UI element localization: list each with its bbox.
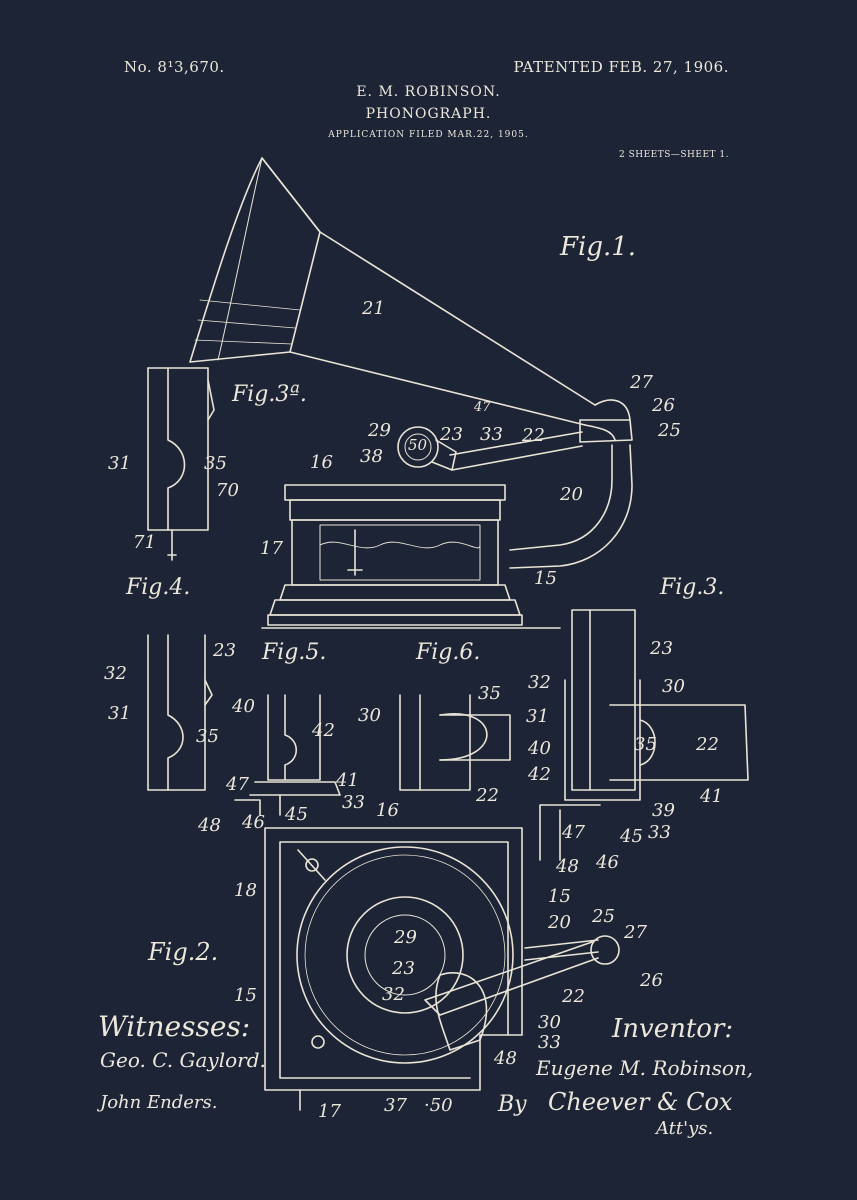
witnesses-label: Witnesses:	[98, 1010, 251, 1043]
attorney-signature: Cheever & Cox	[548, 1088, 733, 1116]
ref-numeral: 35	[204, 453, 227, 474]
ref-numeral: 20	[548, 912, 571, 933]
inventor-label: Inventor:	[612, 1014, 734, 1044]
fig-4-label: Fig.4.	[126, 575, 191, 600]
fig-5-drawing	[234, 694, 341, 816]
cabinet-drawing	[261, 484, 561, 629]
ref-numeral: 47	[562, 822, 585, 843]
ref-numeral: 18	[234, 880, 257, 901]
ref-numeral: 46	[242, 812, 265, 833]
ref-numeral: 16	[310, 452, 333, 473]
ref-numeral: 39	[652, 800, 675, 821]
ref-numeral: 45	[620, 826, 643, 847]
ref-numeral: 35	[478, 683, 501, 704]
ref-numeral: 23	[650, 638, 673, 659]
ref-numeral: 21	[362, 298, 385, 319]
ref-numeral: 71	[133, 532, 156, 553]
horn-drawing	[189, 157, 631, 441]
ref-numeral: 29	[368, 420, 391, 441]
witness-signature-2: John Enders.	[100, 1092, 218, 1113]
ref-numeral: 27	[630, 372, 653, 393]
ref-numeral: 32	[382, 984, 405, 1005]
ref-numeral: 47	[474, 400, 491, 415]
sheet-count: 2 SHEETS—SHEET 1.	[618, 150, 729, 160]
ref-numeral: 48	[556, 856, 579, 877]
fig-3-label: Fig.3.	[660, 575, 725, 600]
ref-numeral: 35	[634, 734, 657, 755]
ref-numeral: 50	[408, 436, 428, 454]
inventor-signature: Eugene M. Robinson,	[536, 1056, 754, 1080]
fig-3a-label: Fig.3ª.	[232, 382, 307, 407]
ref-numeral: 40	[232, 696, 255, 717]
ref-numeral: 26	[652, 395, 675, 416]
ref-numeral: 32	[528, 672, 551, 693]
ref-numeral: 22	[522, 425, 545, 446]
ref-numeral: 29	[394, 927, 417, 948]
ref-numeral: 31	[108, 453, 131, 474]
ref-numeral: 33	[342, 792, 365, 813]
ref-numeral: 31	[526, 706, 549, 727]
ref-numeral: 41	[336, 770, 359, 791]
fig-3-drawing	[539, 609, 749, 861]
ref-numeral: 27	[624, 922, 647, 943]
ref-numeral: 17	[318, 1101, 341, 1122]
fig-6-label: Fig.6.	[416, 640, 481, 665]
ref-numeral: 30	[358, 705, 381, 726]
ref-numeral: 41	[700, 786, 723, 807]
ref-numeral: ·50	[424, 1095, 453, 1116]
ref-numeral: 15	[534, 568, 557, 589]
ref-numeral: 17	[260, 538, 283, 559]
ref-numeral: 70	[216, 480, 239, 501]
witness-signature-1: Geo. C. Gaylord.	[100, 1048, 266, 1072]
ref-numeral: 35	[196, 726, 219, 747]
ref-numeral: 33	[648, 822, 671, 843]
ref-numeral: 42	[528, 764, 551, 785]
ref-numeral: 33	[480, 424, 503, 445]
ref-numeral: 42	[312, 720, 335, 741]
fig-5-label: Fig.5.	[262, 640, 327, 665]
patent-date: PATENTED FEB. 27, 1906.	[513, 58, 729, 76]
ref-numeral: 15	[548, 886, 571, 907]
ref-numeral: 45	[285, 804, 308, 825]
ref-numeral: 20	[560, 484, 583, 505]
ref-numeral: 40	[528, 738, 551, 759]
ref-numeral: 25	[592, 906, 615, 927]
ref-numeral: 15	[234, 985, 257, 1006]
fig-3a-drawing	[147, 367, 215, 561]
ref-numeral: 30	[538, 1012, 561, 1033]
ref-numeral: 33	[538, 1032, 561, 1053]
ref-numeral: 22	[562, 986, 585, 1007]
ref-numeral: 38	[360, 446, 383, 467]
ref-numeral: 30	[662, 676, 685, 697]
ref-numeral: 31	[108, 703, 131, 724]
ref-numeral: 48	[198, 815, 221, 836]
fig-2-drawing	[264, 827, 620, 1111]
ref-numeral: 23	[213, 640, 236, 661]
ref-numeral: 25	[658, 420, 681, 441]
ref-numeral: 26	[640, 970, 663, 991]
fig-4-drawing	[147, 634, 213, 791]
ref-numeral: 37	[384, 1095, 407, 1116]
ref-numeral: 47	[226, 774, 249, 795]
patent-title: PHONOGRAPH.	[365, 106, 492, 122]
ref-numeral: 48	[494, 1048, 517, 1069]
ref-numeral: 22	[696, 734, 719, 755]
ref-numeral: 16	[376, 800, 399, 821]
ref-numeral: 22	[476, 785, 499, 806]
inventor-name: E. M. ROBINSON.	[356, 84, 501, 100]
tone-arm-drawing	[397, 419, 633, 569]
fig-1-label: Fig.1.	[560, 232, 637, 262]
attorneys-label: Att'ys.	[656, 1118, 714, 1139]
ref-numeral: 23	[392, 958, 415, 979]
ref-numeral: 32	[104, 663, 127, 684]
fig-6-drawing	[399, 694, 511, 791]
fig-2-label: Fig.2.	[148, 938, 219, 966]
ref-numeral: 23	[440, 424, 463, 445]
by-label: By	[498, 1092, 527, 1117]
application-filed: APPLICATION FILED MAR.22, 1905.	[328, 130, 529, 140]
ref-numeral: 46	[596, 852, 619, 873]
patent-number: No. 8¹3,670.	[124, 58, 225, 76]
